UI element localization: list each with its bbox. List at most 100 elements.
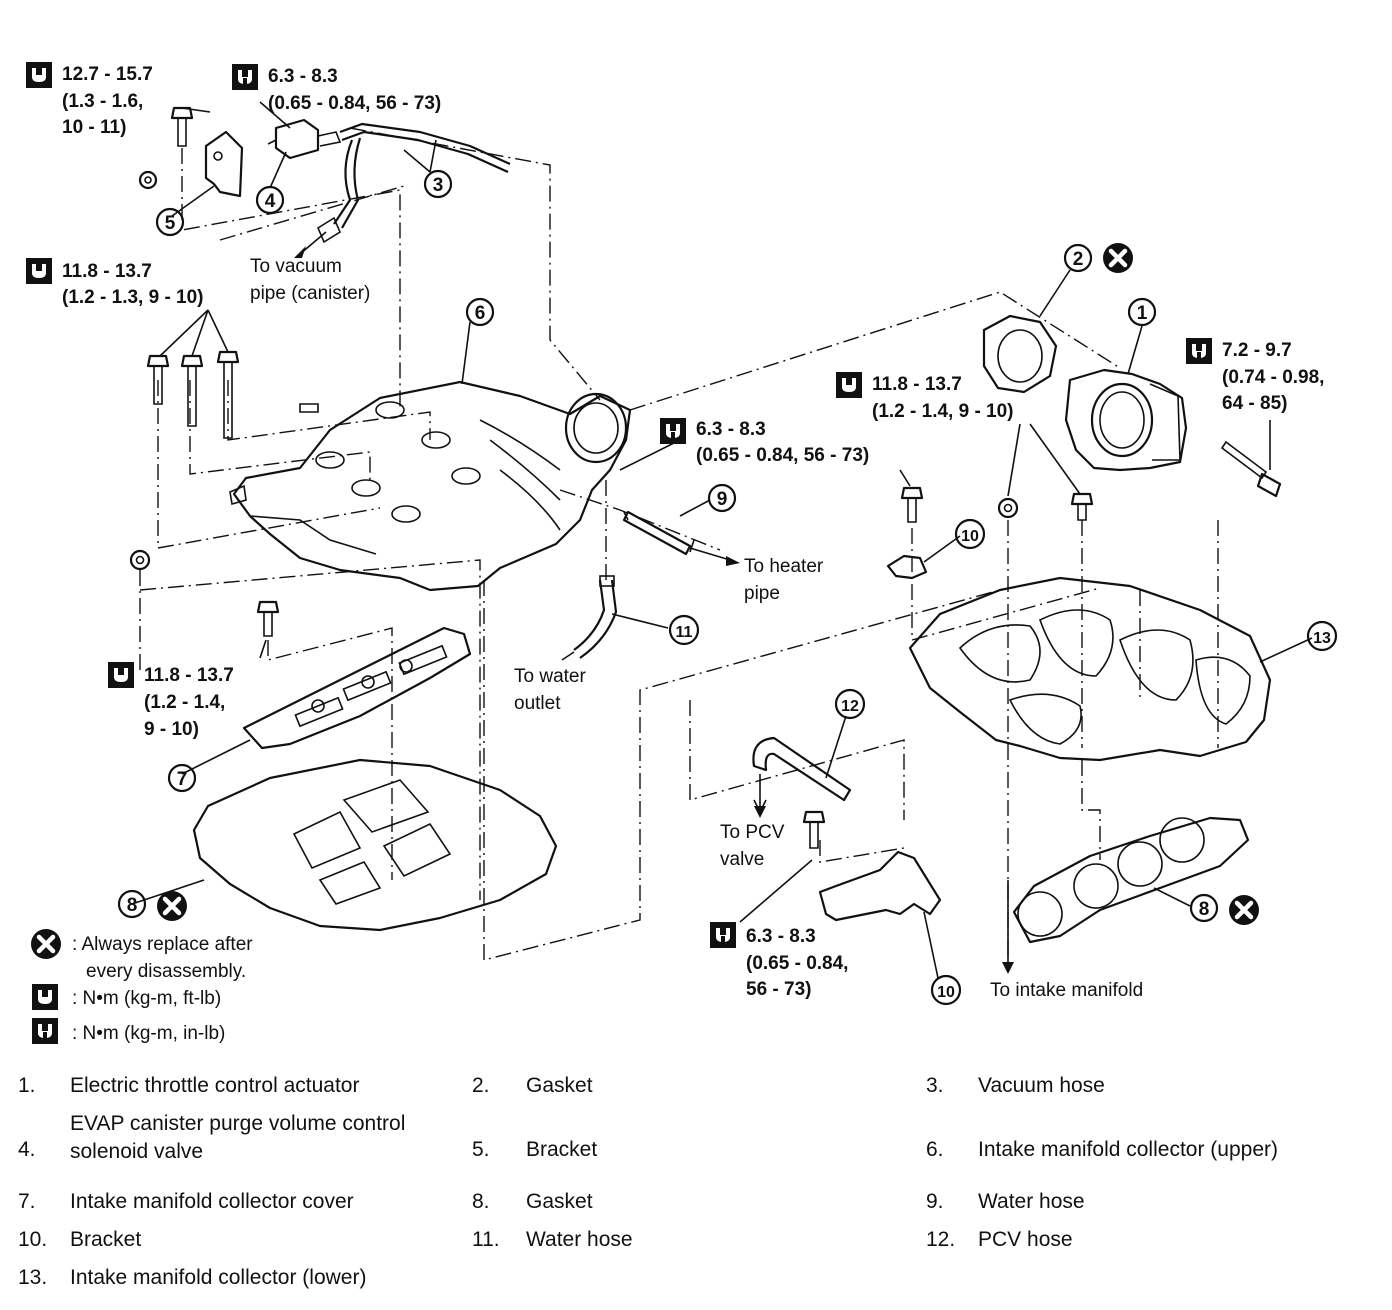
svg-text:11.8 - 13.7: 11.8 - 13.7	[872, 374, 962, 395]
part-name: Gasket	[526, 1190, 593, 1213]
svg-text:(0.65 - 0.84,: (0.65 - 0.84,	[746, 953, 848, 974]
callout-5: 5	[155, 207, 185, 237]
svg-text:11: 11	[676, 624, 693, 641]
svg-text:1: 1	[1137, 303, 1148, 324]
callout-8-left: 8	[117, 889, 147, 919]
callout-7: 7	[167, 763, 197, 793]
torque-spec-8: 6.3 - 8.3 (0.65 - 0.84, 56 - 73)	[746, 926, 848, 1000]
svg-text:outlet: outlet	[514, 693, 561, 714]
bolts	[129, 106, 1282, 849]
parts-list: 1. Electric throttle control actuator 2.…	[0, 1072, 1392, 1290]
svg-text:9: 9	[717, 489, 728, 510]
gasket-2	[982, 314, 1058, 394]
part-name: Electric throttle control actuator	[70, 1074, 360, 1097]
part-number: 4.	[18, 1138, 36, 1161]
svg-text:5: 5	[165, 213, 176, 234]
svg-text:To heater: To heater	[744, 556, 824, 577]
callout-8-right: 8	[1189, 893, 1219, 923]
callout-4: 4	[255, 185, 285, 215]
intake-manifold-collector-lower-13	[908, 576, 1272, 762]
svg-text:(1.2 - 1.3, 9 - 10): (1.2 - 1.3, 9 - 10)	[62, 287, 204, 308]
part-number: 7.	[18, 1190, 36, 1213]
part-name: Water hose	[978, 1190, 1085, 1213]
svg-text:10 - 11): 10 - 11)	[62, 117, 126, 138]
torque-spec-5: 11.8 - 13.7 (1.2 - 1.4, 9 - 10)	[872, 374, 1014, 422]
part-name: Water hose	[526, 1228, 633, 1251]
svg-text:every disassembly.: every disassembly.	[86, 961, 246, 982]
intake-manifold-collector-upper-6	[229, 380, 632, 592]
part-name: solenoid valve	[70, 1140, 204, 1163]
svg-text:7: 7	[177, 769, 188, 790]
wrench-icon	[710, 922, 736, 948]
callout-9: 9	[707, 483, 737, 513]
part-name: Intake manifold collector (lower)	[70, 1266, 367, 1289]
torque-spec-2: 6.3 - 8.3 (0.65 - 0.84, 56 - 73)	[268, 66, 441, 114]
svg-text:(1.3 - 1.6,: (1.3 - 1.6,	[62, 91, 143, 112]
assembly-lines	[139, 127, 1219, 970]
svg-text:To water: To water	[514, 666, 586, 687]
part-name: Bracket	[526, 1138, 598, 1161]
svg-text:(1.2 - 1.4, 9 - 10): (1.2 - 1.4, 9 - 10)	[872, 401, 1014, 422]
parts-row: 7. Intake manifold collector cover 8. Ga…	[0, 1176, 1392, 1214]
callout-13: 13	[1306, 620, 1338, 652]
throttle-actuator-1	[1064, 368, 1188, 472]
wrench-icon	[26, 258, 52, 284]
svg-text:12: 12	[841, 698, 859, 715]
svg-text:12.7 - 15.7: 12.7 - 15.7	[62, 64, 153, 85]
parts-row: 4. EVAP canister purge volume control so…	[0, 1110, 1392, 1176]
replace-icon	[31, 929, 61, 959]
gasket-8-left	[192, 758, 558, 932]
part-name: Bracket	[70, 1228, 142, 1251]
part-name: Vacuum hose	[978, 1074, 1105, 1097]
callout-10-upper: 10	[954, 518, 986, 550]
parts-row: 1. Electric throttle control actuator 2.…	[0, 1072, 1392, 1110]
svg-text:13: 13	[1313, 630, 1331, 647]
leader-lines	[131, 101, 1313, 979]
svg-text:To vacuum: To vacuum	[250, 256, 342, 277]
part-number: 12.	[926, 1228, 956, 1251]
svg-text:6.3 - 8.3: 6.3 - 8.3	[746, 926, 816, 947]
callout-12: 12	[834, 688, 866, 720]
wrench-icon	[836, 372, 862, 398]
routing-label-vacuum: To vacuum pipe (canister)	[250, 256, 370, 304]
callout-11: 11	[668, 614, 700, 646]
part-number: 6.	[926, 1138, 944, 1161]
svg-text:To PCV: To PCV	[720, 822, 785, 843]
part-number: 5.	[472, 1138, 490, 1161]
torque-spec-6: 7.2 - 9.7 (0.74 - 0.98, 64 - 85)	[1222, 340, 1324, 414]
part-name: Gasket	[526, 1074, 593, 1097]
svg-text:8: 8	[1199, 899, 1210, 920]
svg-text:56 - 73): 56 - 73)	[746, 979, 811, 1000]
wrench-icon	[32, 1018, 58, 1044]
svg-text:11.8 - 13.7: 11.8 - 13.7	[62, 261, 152, 282]
parts-row: 13. Intake manifold collector (lower)	[0, 1252, 1392, 1290]
part-number: 1.	[18, 1074, 36, 1097]
svg-text:6: 6	[475, 303, 486, 324]
svg-text:7.2 - 9.7: 7.2 - 9.7	[1222, 340, 1292, 361]
part-number: 9.	[926, 1190, 944, 1213]
routing-label-water-outlet: To water outlet	[514, 666, 586, 714]
part-number: 11.	[472, 1228, 500, 1251]
wrench-icon	[232, 64, 258, 90]
svg-text:pipe: pipe	[744, 583, 780, 604]
svg-text:64 - 85): 64 - 85)	[1222, 393, 1287, 414]
part-name: PCV hose	[978, 1228, 1073, 1251]
symbol-legend: : Always replace after every disassembly…	[31, 929, 253, 1044]
svg-text:2: 2	[1073, 249, 1084, 270]
svg-text:8: 8	[127, 895, 138, 916]
callout-6: 6	[465, 297, 495, 327]
water-hose-9	[622, 510, 695, 556]
wrench-icon	[26, 62, 52, 88]
part-number: 13.	[18, 1266, 48, 1289]
evap-solenoid-valve-4	[267, 118, 342, 160]
torque-spec-3: 11.8 - 13.7 (1.2 - 1.3, 9 - 10)	[62, 261, 204, 308]
vacuum-hose-3	[316, 122, 511, 244]
svg-text:: Always replace after: : Always replace after	[72, 934, 253, 955]
svg-text:: N•m (kg-m, in-lb): : N•m (kg-m, in-lb)	[72, 1023, 225, 1044]
water-hose-11	[573, 575, 618, 659]
wrench-icon	[108, 662, 134, 688]
wrench-icon	[660, 418, 686, 444]
bracket-5	[204, 130, 244, 198]
part-number: 2.	[472, 1074, 490, 1097]
torque-spec-4: 6.3 - 8.3 (0.65 - 0.84, 56 - 73)	[696, 419, 869, 466]
